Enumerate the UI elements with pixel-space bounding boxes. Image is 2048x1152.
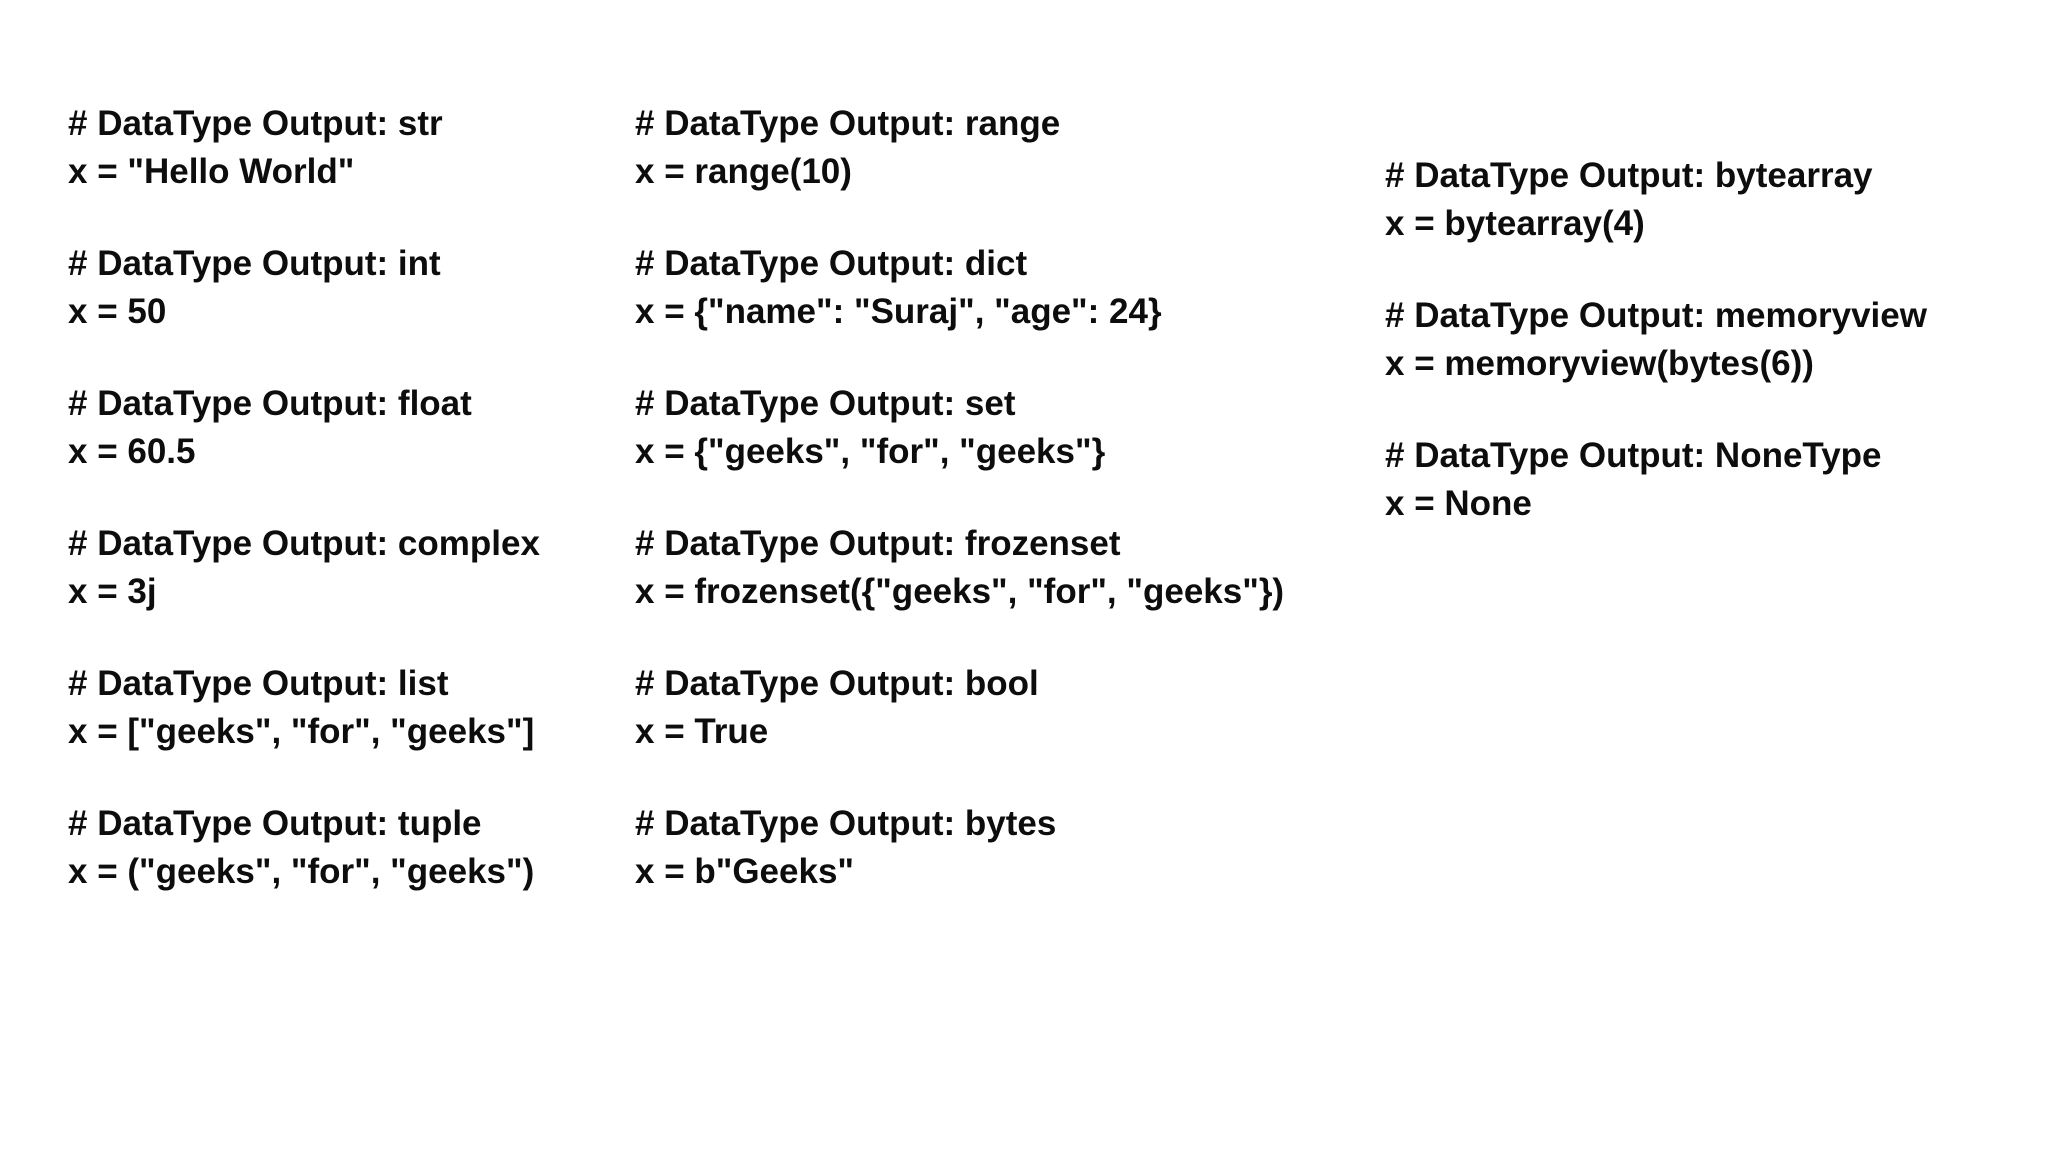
code-snippet-int: # DataType Output: int x = 50: [68, 240, 540, 336]
code-line: x = range(10): [635, 152, 852, 191]
code-line: x = ["geeks", "for", "geeks"]: [68, 712, 535, 751]
comment-line: # DataType Output: tuple: [68, 804, 482, 843]
code-snippet-bytes: # DataType Output: bytes x = b"Geeks": [635, 800, 1284, 896]
code-column-binary-types: # DataType Output: bytearray x = bytearr…: [1385, 152, 1927, 572]
code-column-basic-types: # DataType Output: str x = "Hello World"…: [68, 100, 540, 940]
code-column-collection-types: # DataType Output: range x = range(10) #…: [635, 100, 1284, 940]
comment-line: # DataType Output: int: [68, 244, 441, 283]
code-line: x = {"geeks", "for", "geeks"}: [635, 432, 1106, 471]
comment-line: # DataType Output: dict: [635, 244, 1028, 283]
code-snippet-dict: # DataType Output: dict x = {"name": "Su…: [635, 240, 1284, 336]
code-line: x = 3j: [68, 572, 157, 611]
code-snippet-list: # DataType Output: list x = ["geeks", "f…: [68, 660, 540, 756]
code-snippet-str: # DataType Output: str x = "Hello World": [68, 100, 540, 196]
code-snippet-nonetype: # DataType Output: NoneType x = None: [1385, 432, 1927, 528]
code-line: x = {"name": "Suraj", "age": 24}: [635, 292, 1162, 331]
code-snippet-complex: # DataType Output: complex x = 3j: [68, 520, 540, 616]
code-line: x = frozenset({"geeks", "for", "geeks"}): [635, 572, 1285, 611]
code-line: x = 50: [68, 292, 167, 331]
code-line: x = None: [1385, 484, 1532, 523]
comment-line: # DataType Output: memoryview: [1385, 296, 1927, 335]
code-snippet-memoryview: # DataType Output: memoryview x = memory…: [1385, 292, 1927, 388]
code-snippet-float: # DataType Output: float x = 60.5: [68, 380, 540, 476]
comment-line: # DataType Output: frozenset: [635, 524, 1121, 563]
comment-line: # DataType Output: str: [68, 104, 443, 143]
code-snippet-set: # DataType Output: set x = {"geeks", "fo…: [635, 380, 1284, 476]
code-snippet-frozenset: # DataType Output: frozenset x = frozens…: [635, 520, 1284, 616]
comment-line: # DataType Output: float: [68, 384, 472, 423]
code-snippet-bytearray: # DataType Output: bytearray x = bytearr…: [1385, 152, 1927, 248]
code-snippet-bool: # DataType Output: bool x = True: [635, 660, 1284, 756]
code-line: x = 60.5: [68, 432, 196, 471]
comment-line: # DataType Output: set: [635, 384, 1016, 423]
code-line: x = memoryview(bytes(6)): [1385, 344, 1814, 383]
code-snippet-tuple: # DataType Output: tuple x = ("geeks", "…: [68, 800, 540, 896]
code-line: x = "Hello World": [68, 152, 355, 191]
code-line: x = bytearray(4): [1385, 204, 1645, 243]
code-line: x = True: [635, 712, 769, 751]
code-line: x = ("geeks", "for", "geeks"): [68, 852, 535, 891]
comment-line: # DataType Output: complex: [68, 524, 540, 563]
comment-line: # DataType Output: bool: [635, 664, 1039, 703]
comment-line: # DataType Output: range: [635, 104, 1061, 143]
code-line: x = b"Geeks": [635, 852, 855, 891]
comment-line: # DataType Output: list: [68, 664, 449, 703]
comment-line: # DataType Output: NoneType: [1385, 436, 1882, 475]
code-snippet-range: # DataType Output: range x = range(10): [635, 100, 1284, 196]
comment-line: # DataType Output: bytearray: [1385, 156, 1873, 195]
comment-line: # DataType Output: bytes: [635, 804, 1057, 843]
